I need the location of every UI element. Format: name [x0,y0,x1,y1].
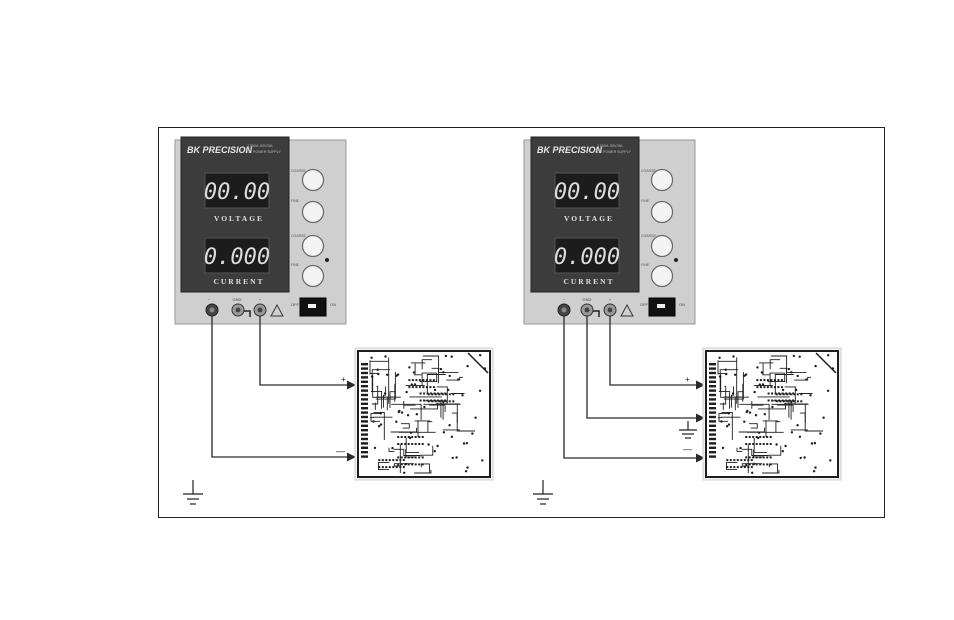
warning-icon [270,303,284,317]
model-subtext: DC POWER SUPPLY [247,150,281,154]
voltage-display [204,172,270,209]
diagram-frame: BK PRECISION 1760A 30V/3A DC POWER SUPPL… [158,127,885,518]
terminal-label: GND [583,297,592,302]
model-subtext: DC POWER SUPPLY [597,150,631,154]
minus-label: — [336,446,345,456]
knob-label: COARSE [291,234,306,238]
knob-label: FINE [641,199,650,203]
voltage-readout: 00.00 [204,180,270,205]
terminal-label: + [609,297,612,302]
switch-label: OFF [640,302,649,307]
current-display [204,237,270,274]
panel-two-terminal: BK PRECISION 1760A 30V/3A DC POWER SUPPL… [174,136,494,505]
terminal-label: GND [233,297,242,302]
current-readout: 0.000 [554,245,620,270]
terminal-center [561,307,567,313]
earth-ground-icon [533,480,553,505]
current-label: CURRENT [563,277,614,286]
ground-strap [593,310,600,317]
minus-label: — [683,444,692,454]
current-readout: 0.000 [204,245,270,270]
terminal-center [257,307,263,313]
voltage-label: VOLTAGE [214,214,264,223]
plus-label: + [341,375,346,384]
current-label: CURRENT [213,277,264,286]
power-supply: BK PRECISION 1760A 30V/3A DC POWER SUPPL… [174,136,347,325]
knob-label: COARSE [641,169,656,173]
warning-icon [620,303,634,317]
voltage-fine-knob[interactable] [301,200,325,224]
current-fine-knob[interactable] [650,264,674,288]
wiring-diagram: BK PRECISION 1760A 30V/3A DC POWER SUPPL… [174,136,842,505]
terminal-center [209,307,215,313]
panel-three-terminal: BK PRECISION 1760A 30V/3A DC POWER SUPPL… [523,136,842,505]
voltage-coarse-knob[interactable] [301,168,325,192]
switch-on-label: ON [679,302,685,307]
switch-on-label: ON [330,302,336,307]
current-coarse-knob[interactable] [301,234,325,258]
ground-strap [244,310,251,317]
switch-rocker [308,304,316,308]
model-text: 1760A 30V/3A [597,143,623,148]
negative-wire [211,316,356,462]
knob-label: FINE [291,263,300,267]
circuit-board [354,347,494,481]
terminal-center [235,307,241,313]
brand-logo: BK PRECISION [537,145,603,155]
voltage-readout: 00.00 [554,180,620,205]
terminal-label: − [563,297,566,302]
positive-wire [259,316,356,390]
knob-label: COARSE [641,234,656,238]
ground-symbol-icon [679,421,697,439]
voltage-display [554,172,620,209]
model-text: 1760A 30V/3A [247,143,273,148]
terminal-label: + [259,297,262,302]
wires [211,316,356,462]
cc-indicator-led [674,258,678,262]
plus-label: + [685,375,690,384]
wires [563,316,705,463]
ground-wire [586,316,705,423]
terminal-center [607,307,613,313]
negative-wire [563,316,705,463]
voltage-label: VOLTAGE [564,214,614,223]
terminal-label: − [208,297,211,302]
earth-ground-icon [183,480,203,505]
brand-logo: BK PRECISION [187,145,253,155]
knob-label: COARSE [291,169,306,173]
positive-wire [609,316,705,390]
voltage-fine-knob[interactable] [650,200,674,224]
terminal-center [584,307,590,313]
knob-label: FINE [291,199,300,203]
circuit-board [702,347,842,481]
switch-label: OFF [291,302,300,307]
current-coarse-knob[interactable] [650,234,674,258]
current-display [554,237,620,274]
switch-rocker [657,304,665,308]
voltage-coarse-knob[interactable] [650,168,674,192]
current-fine-knob[interactable] [301,264,325,288]
knob-label: FINE [641,263,650,267]
power-supply: BK PRECISION 1760A 30V/3A DC POWER SUPPL… [523,136,696,325]
cc-indicator-led [325,258,329,262]
